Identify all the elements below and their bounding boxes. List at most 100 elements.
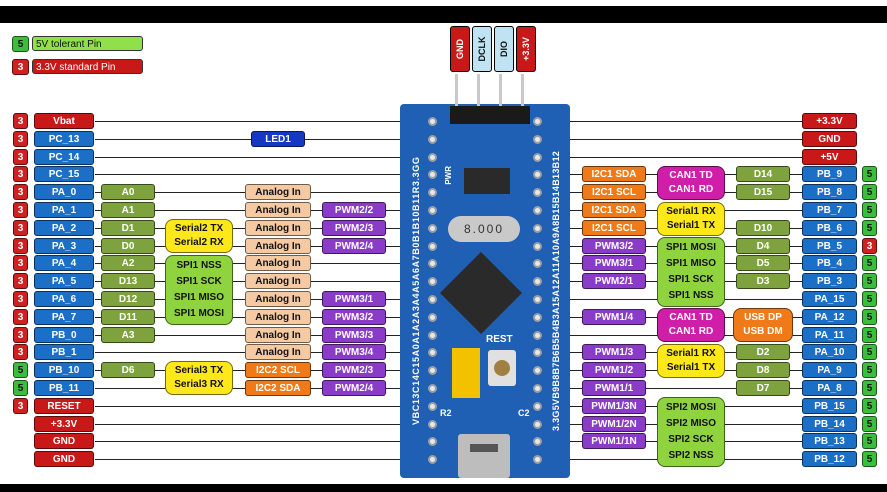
serial1-mid-group: Serial1 RX Serial1 TX xyxy=(657,344,725,378)
can1-td-top: CAN1 TD xyxy=(669,169,713,181)
right-connector-line xyxy=(562,139,802,140)
left-connector-line xyxy=(95,121,410,122)
left-pin-pa-1: PA_1 xyxy=(34,202,94,218)
left-pwm-label: PWM2/3 xyxy=(322,362,386,378)
right-pin-pb-4: PB_4 xyxy=(802,255,857,271)
right-arduino-label: D14 xyxy=(736,166,790,182)
left-arduino-label: D11 xyxy=(101,309,155,325)
right-pin-voltage-badge: 5 xyxy=(862,166,877,182)
left-pin-hole xyxy=(428,295,437,304)
serial1-rx-top: Serial1 RX xyxy=(666,205,716,217)
right-arduino-label: D2 xyxy=(736,344,790,360)
bottom-bar xyxy=(0,484,887,492)
right-pwm-label: PWM2/1 xyxy=(582,273,646,289)
right-pin-pb-5: PB_5 xyxy=(802,238,857,254)
right-pwm-label: PWM1/4 xyxy=(582,309,646,325)
serial1-tx-mid: Serial1 TX xyxy=(666,362,716,374)
analog-in-label: Analog In xyxy=(245,202,311,218)
left-pin-voltage-badge: 3 xyxy=(13,202,28,218)
right-arduino-label: D3 xyxy=(736,273,790,289)
reset-button[interactable] xyxy=(488,350,516,386)
left-pin-hole xyxy=(428,437,437,446)
right-silkscreen: 3.3G5VB9B8B7B6B5B4B3A15A12A11A10A9A8B15B… xyxy=(551,150,561,432)
left-connector-line xyxy=(95,441,410,442)
boot-jumpers[interactable] xyxy=(452,348,480,398)
right-pin-voltage-badge: 5 xyxy=(862,451,877,467)
right-pin-hole xyxy=(533,206,542,215)
left-pin-voltage-badge: 5 xyxy=(13,380,28,396)
serial3-tx: Serial3 TX xyxy=(174,364,224,376)
right-pin-voltage-badge: 5 xyxy=(862,202,877,218)
can1-rd-top: CAN1 RD xyxy=(668,184,714,196)
right-pin-voltage-badge: 5 xyxy=(862,362,877,378)
crystal: 8.000 xyxy=(448,216,520,242)
right-pin-hole xyxy=(533,224,542,233)
left-pin-voltage-badge: 3 xyxy=(13,238,28,254)
right-pin-hole xyxy=(533,295,542,304)
spi1-sck-r: SPI1 SCK xyxy=(668,274,714,285)
can1-rd-mid: CAN1 RD xyxy=(668,326,714,338)
can1-td-mid: CAN1 TD xyxy=(669,311,713,323)
spi2-miso: SPI2 MISO xyxy=(665,418,716,429)
right-pin-pb-12: PB_12 xyxy=(802,451,857,467)
right-pin-voltage-badge: 5 xyxy=(862,273,877,289)
analog-in-label: Analog In xyxy=(245,255,311,271)
left-pin-hole xyxy=(428,206,437,215)
pwr-label: PWR xyxy=(444,166,453,185)
top-pin-dio: DIO xyxy=(494,26,514,72)
right-pwm-label: PWM1/2N xyxy=(582,416,646,432)
right-arduino-label: D15 xyxy=(736,184,790,200)
left-pin-hole xyxy=(428,455,437,464)
right-pwm-label: PWM3/2 xyxy=(582,238,646,254)
left-i2c-label: I2C2 SDA xyxy=(245,380,311,396)
right-pin-hole xyxy=(533,384,542,393)
reset-label: REST xyxy=(486,334,513,345)
right-pin-pb-6: PB_6 xyxy=(802,220,857,236)
left-pin-pb-11: PB_11 xyxy=(34,380,94,396)
left-pin-hole xyxy=(428,420,437,429)
left-pin-voltage-badge: 3 xyxy=(13,113,28,129)
left-pin-hole xyxy=(428,153,437,162)
serial1-rx-mid: Serial1 RX xyxy=(666,347,716,359)
right-pwm-label: PWM1/1N xyxy=(582,433,646,449)
left-pin-gnd: GND xyxy=(34,433,94,449)
right-pin-hole xyxy=(533,313,542,322)
right-pin-hole xyxy=(533,188,542,197)
left-arduino-label: D6 xyxy=(101,362,155,378)
left-pin-voltage-badge: 3 xyxy=(13,220,28,236)
left-pin-pa-4: PA_4 xyxy=(34,255,94,271)
r2-label: R2 xyxy=(440,408,452,418)
left-pin-voltage-badge: 5 xyxy=(13,362,28,378)
left-pin-voltage-badge: 3 xyxy=(13,309,28,325)
right-pin--3-3v: +3.3V xyxy=(802,113,857,129)
right-pin-hole xyxy=(533,366,542,375)
right-pin-hole xyxy=(533,437,542,446)
left-pin-hole xyxy=(428,242,437,251)
swd-pins xyxy=(450,74,530,134)
right-pin-voltage-badge: 3 xyxy=(862,238,877,254)
left-pin-pa-0: PA_0 xyxy=(34,184,94,200)
left-pin-voltage-badge: 3 xyxy=(13,149,28,165)
right-pin-pb-9: PB_9 xyxy=(802,166,857,182)
spi1-miso-r: SPI1 MISO xyxy=(665,258,716,269)
left-pin-voltage-badge: 3 xyxy=(13,291,28,307)
right-pin-hole xyxy=(533,170,542,179)
spi1-left-group: SPI1 NSS SPI1 SCK SPI1 MISO SPI1 MOSI xyxy=(165,255,233,325)
right-connector-line xyxy=(562,388,802,389)
left-arduino-label: D0 xyxy=(101,238,155,254)
right-pin-pa-12: PA_12 xyxy=(802,309,857,325)
left-pin-gnd: GND xyxy=(34,451,94,467)
left-pwm-label: PWM2/4 xyxy=(322,238,386,254)
can1-mid-group: CAN1 TD CAN1 RD xyxy=(657,308,725,342)
left-pin-hole xyxy=(428,135,437,144)
left-pin-reset: RESET xyxy=(34,398,94,414)
left-pin-vbat: Vbat xyxy=(34,113,94,129)
right-pwm-label: PWM1/1 xyxy=(582,380,646,396)
spi1-mosi-r: SPI1 MOSI xyxy=(665,242,716,253)
can1-top-group: CAN1 TD CAN1 RD xyxy=(657,166,725,200)
right-pin-voltage-badge: 5 xyxy=(862,255,877,271)
left-pin-hole xyxy=(428,366,437,375)
left-connector-line xyxy=(95,174,410,175)
right-pin-hole xyxy=(533,242,542,251)
right-pin-pa-15: PA_15 xyxy=(802,291,857,307)
